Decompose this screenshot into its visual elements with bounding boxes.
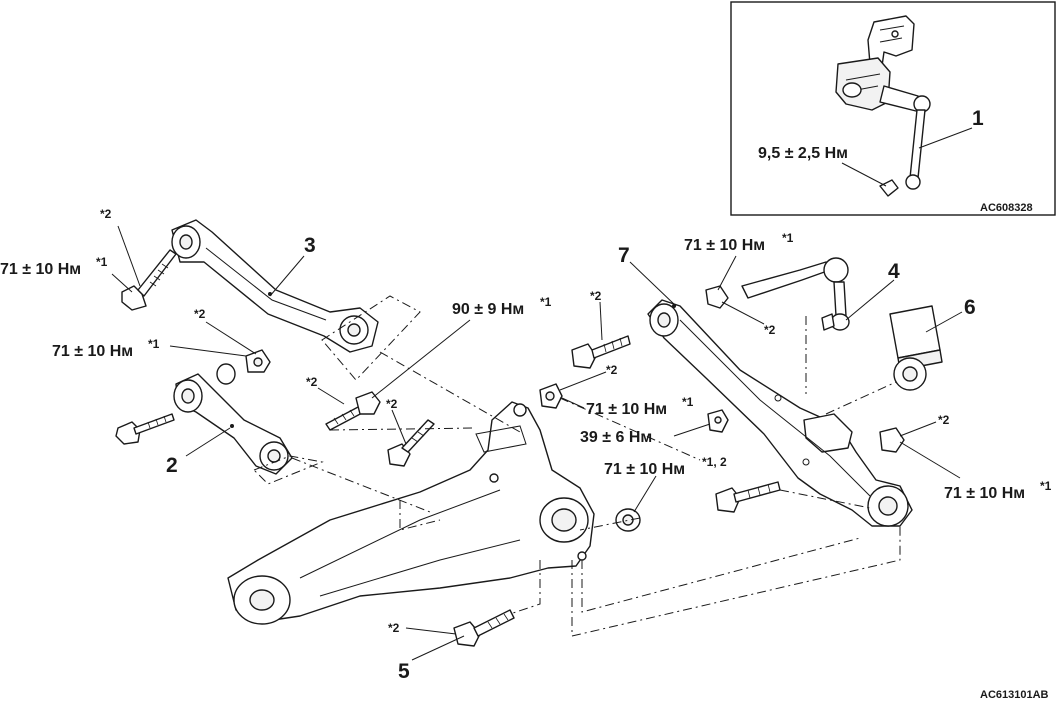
torque-left-mid: 71 ± 10 Нм	[52, 343, 133, 360]
upper-arm-3	[171, 219, 379, 353]
callout-3: 3	[304, 234, 316, 257]
bolt-mid-right	[571, 335, 631, 369]
torque-mid-bottom: 71 ± 10 Нм	[604, 461, 685, 478]
star2-center-right: *2	[606, 363, 618, 377]
rear-knuckle	[227, 401, 595, 625]
torque-top-left: 71 ± 10 Нм	[0, 261, 81, 278]
sensor-bracket	[835, 15, 931, 113]
torque-top-right: 71 ± 10 Нм	[684, 237, 765, 254]
lower-control-arm-7	[647, 299, 913, 527]
torque-center-right: 71 ± 10 Нм	[586, 401, 667, 418]
callout-7: 7	[618, 244, 630, 267]
assembly-lines	[253, 295, 901, 637]
callout-4: 4	[888, 260, 900, 283]
star1-top-right: *1	[782, 231, 794, 245]
leader-inset-torque	[841, 162, 887, 187]
star1-left-mid: *1	[148, 337, 160, 351]
lower-arm-2	[173, 373, 293, 475]
star2-right: *2	[938, 413, 950, 427]
callout-5: 5	[398, 660, 410, 683]
nut-39	[707, 409, 729, 433]
figure-code: AC613101AB	[980, 689, 1049, 701]
bolt-center-2	[387, 419, 435, 467]
star2-mid-bolt: *2	[590, 289, 602, 303]
nut-top-right	[705, 285, 729, 309]
torque-39: 39 ± 6 Нм	[580, 429, 652, 446]
star1-top-left: *1	[96, 255, 108, 269]
bolt-bottom-5	[453, 609, 515, 647]
sensor-link-rod	[879, 109, 926, 197]
star1-right: *1	[1040, 479, 1052, 493]
bolt-center-90	[325, 391, 381, 431]
callout-1: 1	[972, 107, 984, 130]
star2-left-mid: *2	[194, 307, 206, 321]
callout-6: 6	[964, 296, 976, 319]
star12-mid-bottom: *1, 2	[702, 455, 727, 469]
torque-center: 90 ± 9 Нм	[452, 301, 524, 318]
torque-labels: 71 ± 10 Нм *1 *2 71 ± 10 Нм *1 *2 90 ± 9…	[0, 207, 1052, 635]
star2-center-bolt-b: *2	[386, 397, 398, 411]
star2-top-right: *2	[764, 323, 776, 337]
leader-1	[918, 127, 973, 149]
callouts: 3 2 7 4 6 5	[166, 234, 976, 683]
shock-absorber-6	[889, 305, 943, 391]
star2-top-left: *2	[100, 207, 112, 221]
nut-right	[879, 427, 905, 453]
torque-right: 71 ± 10 Нм	[944, 485, 1025, 502]
bolt-lower-right	[715, 481, 781, 513]
callout-2: 2	[166, 454, 178, 477]
stabilizer-link-4	[741, 257, 850, 331]
nut-mid-bottom	[615, 508, 641, 532]
star1-center: *1	[540, 295, 552, 309]
bolt-top-left	[121, 249, 177, 311]
washer-nut-left	[216, 349, 271, 385]
bolt-lower-left	[115, 413, 175, 445]
star2-center-bolt: *2	[306, 375, 318, 389]
nut-right-center	[539, 383, 563, 409]
star2-bottom-bolt: *2	[388, 621, 400, 635]
inset-panel: 1 9,5 ± 2,5 Нм AC608328	[730, 1, 1056, 216]
inset-code: AC608328	[980, 202, 1033, 214]
star1-center-right: *1	[682, 395, 694, 409]
inset-torque-label: 9,5 ± 2,5 Нм	[758, 145, 848, 162]
